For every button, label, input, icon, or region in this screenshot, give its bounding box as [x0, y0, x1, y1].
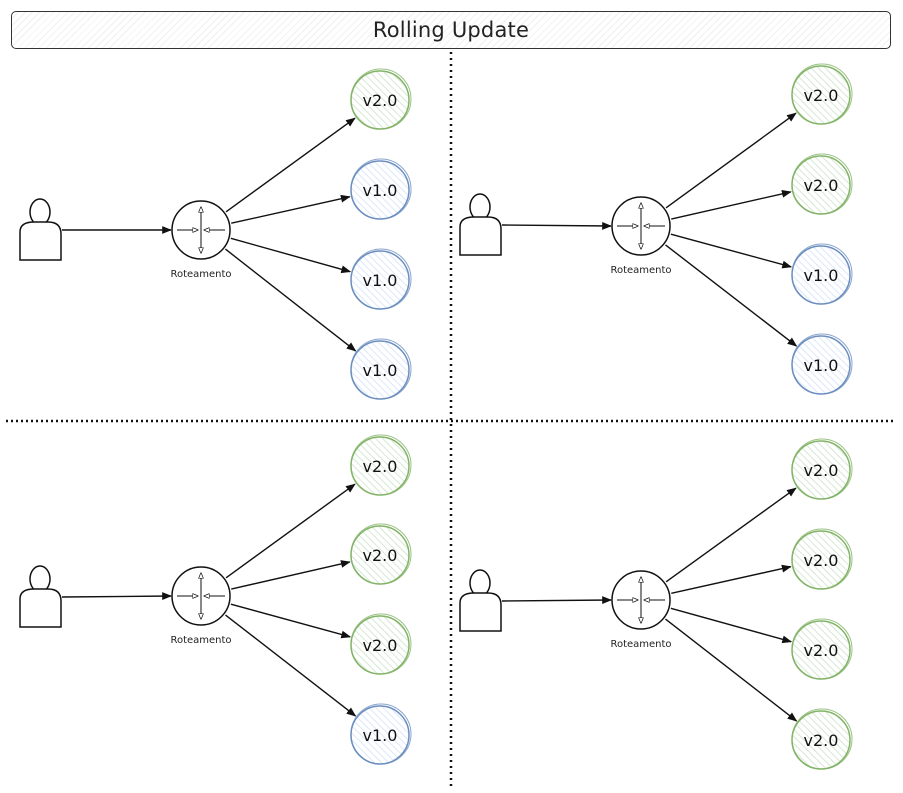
- instance-version-label: v2.0: [363, 546, 398, 565]
- instance-version-label: v1.0: [363, 271, 398, 290]
- instance-v2-node: v2.0: [350, 68, 412, 130]
- instance-version-label: v1.0: [804, 356, 839, 375]
- router-label: Roteamento: [610, 639, 671, 650]
- route-arrow: [665, 618, 798, 722]
- route-arrow: [671, 564, 792, 594]
- instance-version-label: v2.0: [804, 731, 839, 750]
- instance-v1-node: v1.0: [791, 243, 853, 305]
- instance-version-label: v2.0: [363, 91, 398, 110]
- instance-v2-node: v2.0: [791, 528, 853, 590]
- route-arrow: [670, 607, 793, 644]
- instance-v2-node: v2.0: [350, 523, 412, 585]
- user-icon: [19, 198, 62, 261]
- route-arrow: [670, 233, 793, 269]
- instance-version-label: v2.0: [363, 636, 398, 655]
- router-node: [171, 200, 231, 260]
- route-arrow: [225, 614, 357, 717]
- instance-v2-node: v2.0: [791, 708, 853, 770]
- instance-version-label: v1.0: [363, 181, 398, 200]
- instance-version-label: v2.0: [804, 551, 839, 570]
- title-banner: Rolling Update: [11, 11, 891, 49]
- user-icon: [459, 569, 502, 632]
- route-arrow: [665, 244, 798, 347]
- instance-v1-node: v1.0: [350, 703, 412, 765]
- instance-version-label: v2.0: [804, 176, 839, 195]
- instance-version-label: v1.0: [804, 266, 839, 285]
- instance-version-label: v2.0: [363, 457, 398, 476]
- route-arrow: [665, 112, 797, 209]
- instance-v2-node: v2.0: [350, 434, 412, 496]
- panel-1: Roteamento v2.0 v1.0 v1.0 v1.0: [19, 68, 412, 400]
- instance-version-label: v1.0: [363, 361, 398, 380]
- router-label: Roteamento: [610, 265, 671, 276]
- route-arrow: [671, 190, 792, 220]
- request-arrow: [61, 592, 172, 601]
- instance-v1-node: v1.0: [350, 158, 412, 220]
- instance-version-label: v2.0: [804, 86, 839, 105]
- router-label: Roteamento: [170, 269, 231, 280]
- route-arrow: [230, 603, 352, 639]
- request-arrow: [501, 596, 612, 605]
- router-node: [611, 196, 671, 256]
- request-arrow: [501, 221, 612, 230]
- route-arrow: [665, 487, 797, 583]
- instance-v1-node: v1.0: [350, 338, 412, 400]
- panel-3: Roteamento v2.0 v2.0 v2.0 v1.0: [19, 434, 412, 765]
- router-label: Roteamento: [170, 635, 231, 646]
- route-arrow: [230, 237, 352, 274]
- instance-version-label: v1.0: [363, 726, 398, 745]
- panel-2: Roteamento v2.0 v2.0 v1.0 v1.0: [459, 63, 853, 395]
- instance-v1-node: v1.0: [350, 248, 412, 310]
- route-arrow: [225, 483, 356, 579]
- route-arrow: [231, 560, 351, 590]
- instance-version-label: v2.0: [804, 461, 839, 480]
- instance-version-label: v2.0: [804, 641, 839, 660]
- user-icon: [459, 193, 502, 256]
- instance-v2-node: v2.0: [791, 63, 853, 125]
- route-arrow: [231, 194, 351, 224]
- route-arrow: [225, 117, 356, 213]
- instance-v2-node: v2.0: [791, 153, 853, 215]
- router-node: [171, 566, 231, 626]
- route-arrow: [224, 248, 357, 352]
- router-node: [611, 570, 671, 630]
- instance-v2-node: v2.0: [791, 618, 853, 680]
- diagram-title: Rolling Update: [372, 18, 530, 42]
- instance-v2-node: v2.0: [350, 613, 412, 675]
- instance-v2-node: v2.0: [791, 438, 853, 500]
- panel-4: Roteamento v2.0 v2.0 v2.0 v2.0: [459, 438, 853, 770]
- user-icon: [19, 565, 62, 628]
- instance-v1-node: v1.0: [791, 333, 853, 395]
